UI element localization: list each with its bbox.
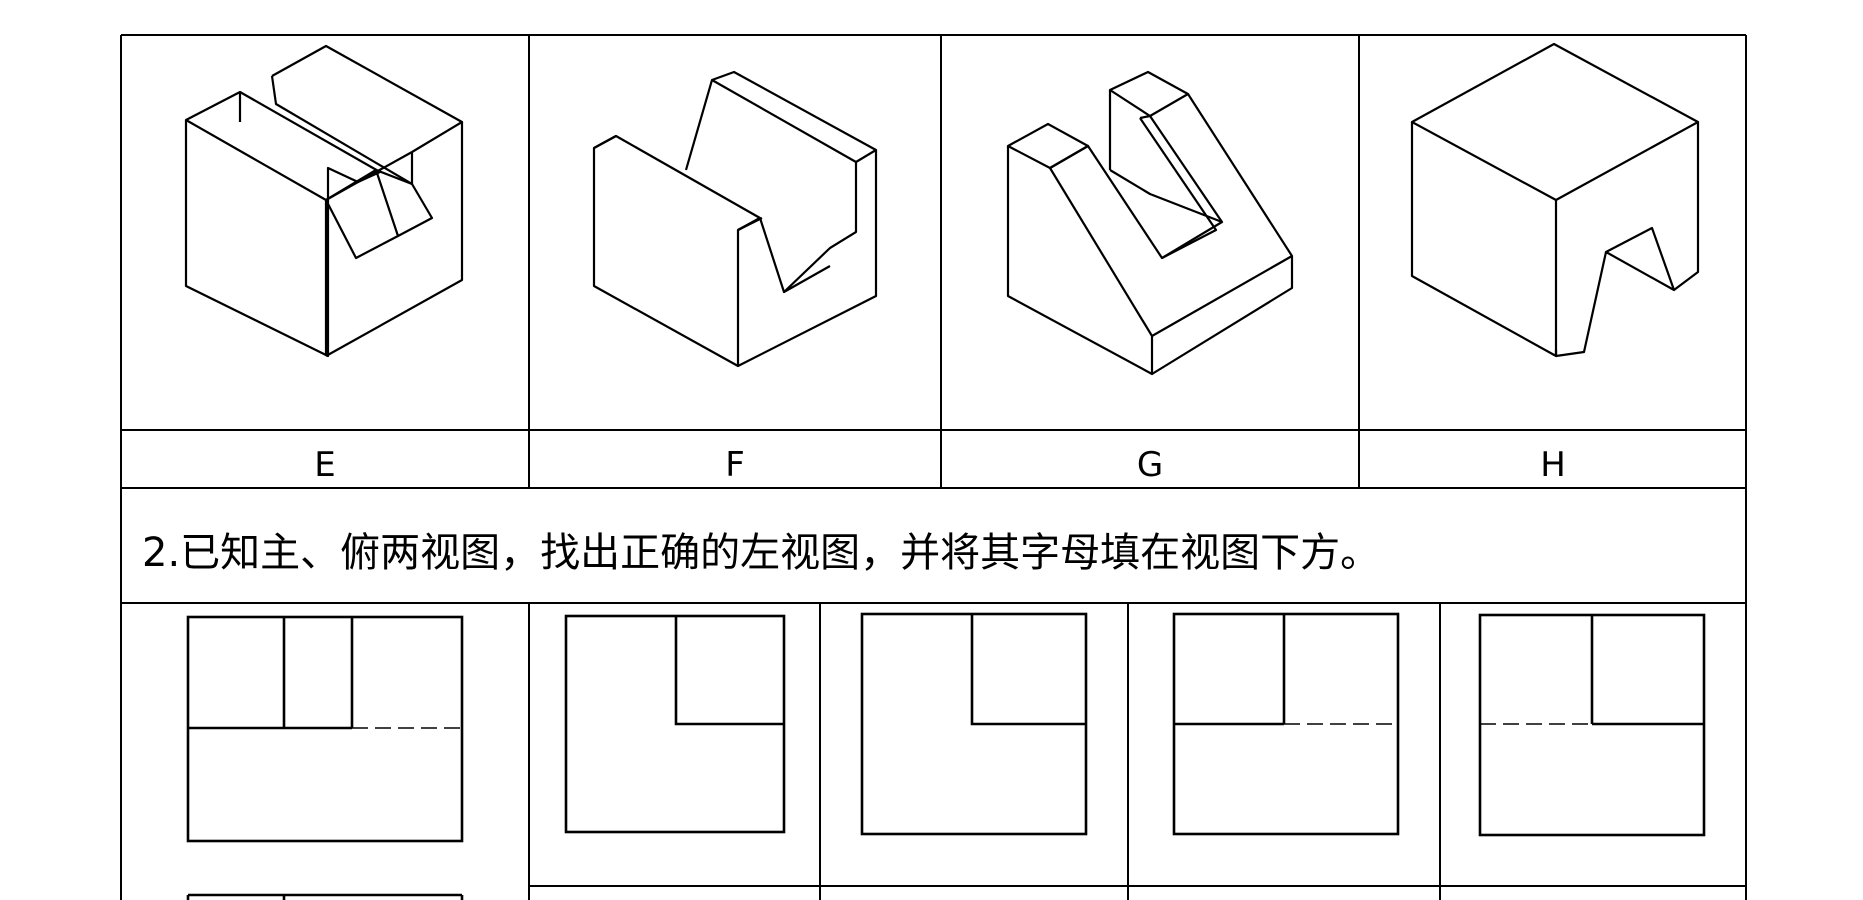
table-grid (120, 34, 1747, 900)
drawing-g-stub-label: G (1132, 389, 1158, 429)
drawing-f-stub-label: F (725, 389, 745, 429)
given-views (186, 615, 464, 900)
option-views (564, 612, 1706, 837)
option-view-3 (1172, 612, 1400, 836)
label-e: E (314, 445, 335, 485)
svg-text:E: E (304, 389, 325, 429)
drawing-h-stub-label: H (1542, 389, 1568, 429)
question-text: 2.已知主、俯两视图，找出正确的左视图，并将其字母填在视图下方。 (142, 530, 1380, 576)
svg-text:G: G (1132, 389, 1158, 429)
option-view-1 (564, 614, 786, 834)
top-view (186, 893, 464, 900)
label-f: F (725, 445, 745, 485)
svg-text:F: F (725, 389, 745, 429)
option-view-2 (860, 612, 1088, 836)
front-view (186, 615, 464, 843)
drawing-f (592, 70, 878, 368)
option-view-4 (1478, 613, 1706, 837)
svg-text:H: H (1542, 389, 1568, 429)
label-g: G (1137, 445, 1163, 485)
drawing-e (184, 44, 464, 358)
drawing-g (1006, 70, 1294, 376)
label-h: H (1540, 445, 1566, 485)
drawing-e-stub-label: E (304, 389, 325, 429)
drawing-h (1410, 42, 1700, 358)
